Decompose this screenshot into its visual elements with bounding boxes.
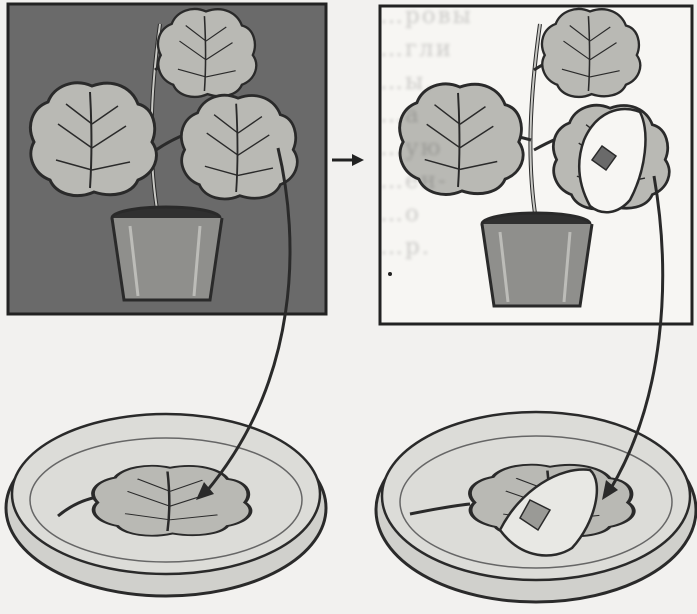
leaf-top-left [158,9,256,97]
petri-dish-left [6,414,326,596]
leaf-top-right [542,9,640,97]
leaf-left [30,83,156,196]
pot-after [482,213,592,306]
panel-after [380,6,692,324]
leaf-left-2 [400,84,523,194]
panel-before [8,4,326,314]
leaf-in-dish [93,466,250,536]
pot-before [112,207,222,300]
transition-arrow [332,154,364,166]
leaf-right [181,95,297,199]
petri-dish-right [376,412,696,602]
